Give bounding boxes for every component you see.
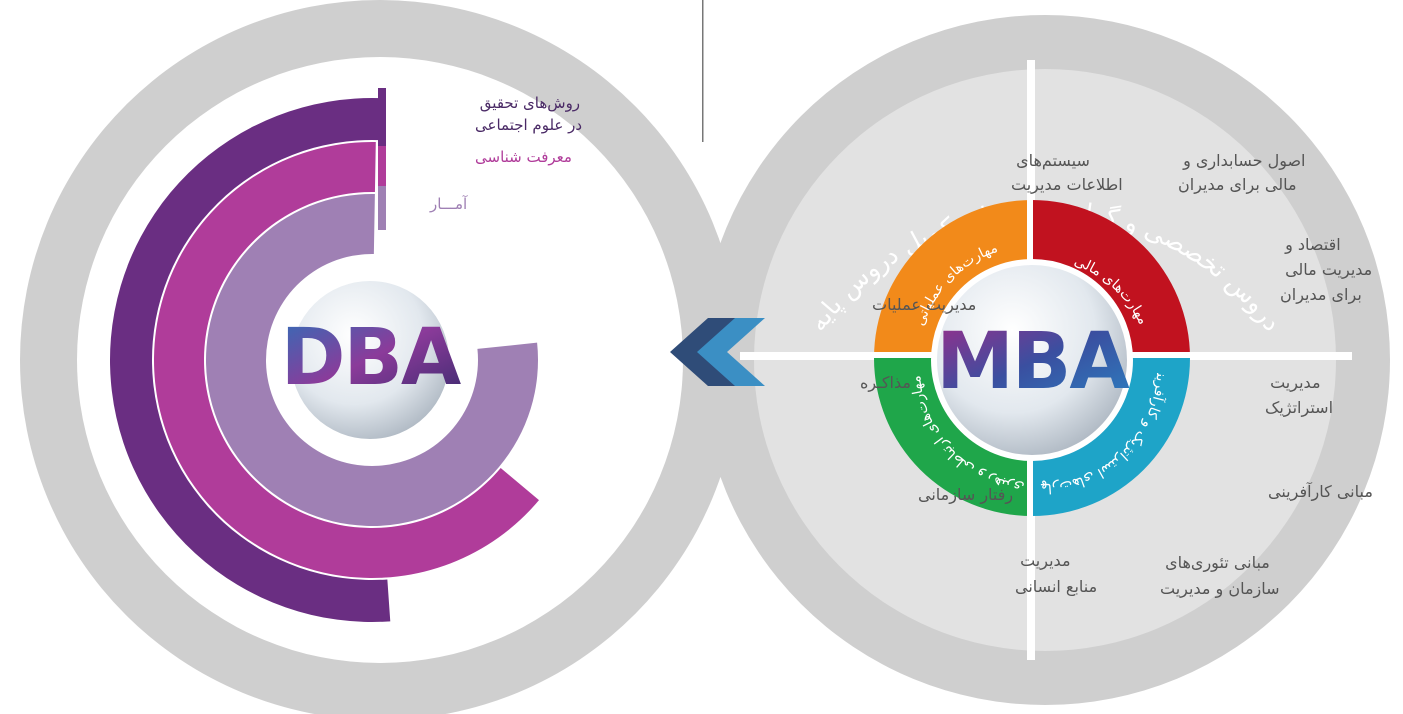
- mba-title: MBA: [936, 317, 1129, 407]
- dba-arc-statistics: [205, 193, 538, 526]
- course-strategic: مدیریت استراتژیک: [1265, 373, 1333, 418]
- course-org-theory: مبانی تئوری‌های سازمان و مدیریت: [1160, 553, 1280, 599]
- mba-hub: [931, 259, 1133, 461]
- legend-epistemology: معرفت شناسی: [475, 148, 572, 166]
- course-accounting: اصول حسابداری و مالی برای مدیران: [1178, 151, 1306, 195]
- legend-bar-research-methods: [378, 88, 386, 146]
- course-org-behavior: رفتار سازمانی: [918, 485, 1013, 505]
- top-divider-line: [702, 0, 704, 142]
- mba-segment-operational: [874, 200, 1032, 358]
- mba-segment-strategic: [1032, 358, 1190, 516]
- course-mis: سیستم‌های اطلاعات مدیریت: [1011, 151, 1123, 195]
- course-negotiation: مذاکـره: [860, 373, 911, 393]
- legend-research-methods: روش‌های تحقیق در علوم اجتماعی: [475, 94, 582, 134]
- mba-course-labels: اصول حسابداری و مالی برای مدیران سیستم‌ه…: [860, 151, 1373, 599]
- dba-hub: [285, 275, 455, 445]
- mba-segment-communication: [874, 358, 1032, 516]
- mba-segment-financial: [1032, 200, 1190, 358]
- dba-group: دروس منتخب مرتبط با موضوع تحقیق، سال دوم…: [20, 0, 740, 714]
- dba-title: DBA: [281, 313, 461, 403]
- dba-arc-epistemology: [153, 142, 539, 578]
- legend-bar-statistics: [378, 186, 386, 230]
- legend-statistics: آمـــار: [429, 195, 468, 213]
- course-hrm: مدیریت منابع انسانی: [1015, 551, 1097, 597]
- course-operations: مدیریت عملیات: [872, 295, 976, 315]
- dba-legend: روش‌های تحقیق در علوم اجتماعی معرفت شناس…: [429, 94, 582, 213]
- dba-arc-research-methods: [109, 97, 391, 623]
- course-entrepreneurship: مبانی کارآفرینی: [1268, 482, 1373, 502]
- legend-bar-epistemology: [378, 146, 386, 186]
- course-economics: اقتصاد و مدیریت مالی برای مدیران: [1280, 235, 1372, 305]
- double-chevron-left-icon: [670, 318, 765, 386]
